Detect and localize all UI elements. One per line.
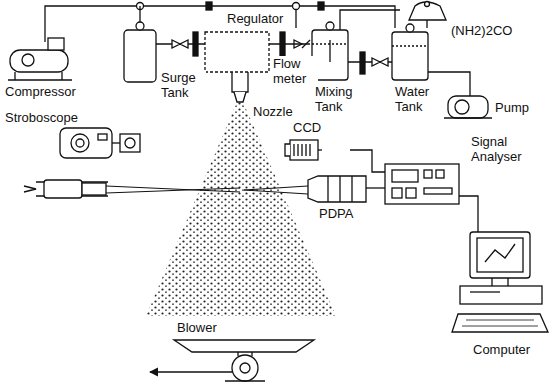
part-label: Mixing Tank (314, 84, 366, 114)
part-label: Flow meter (272, 56, 318, 86)
part-label: Pump (494, 100, 530, 115)
part-label: Nozzle (252, 104, 294, 119)
part-label: Signal Analyser (470, 134, 542, 164)
part-label: CCD (292, 120, 322, 135)
part-label: PDPA (318, 206, 354, 221)
part-label: (NH2)2CO (450, 23, 513, 38)
part-label: Regulator (226, 11, 284, 26)
part-label: Compressor (4, 84, 77, 99)
part-label: Surge Tank (160, 70, 206, 100)
part-label: Stroboscope (4, 110, 79, 125)
part-label: Water Tank (394, 84, 446, 114)
part-label: Computer (472, 342, 531, 357)
part-label: Blower (176, 320, 218, 335)
